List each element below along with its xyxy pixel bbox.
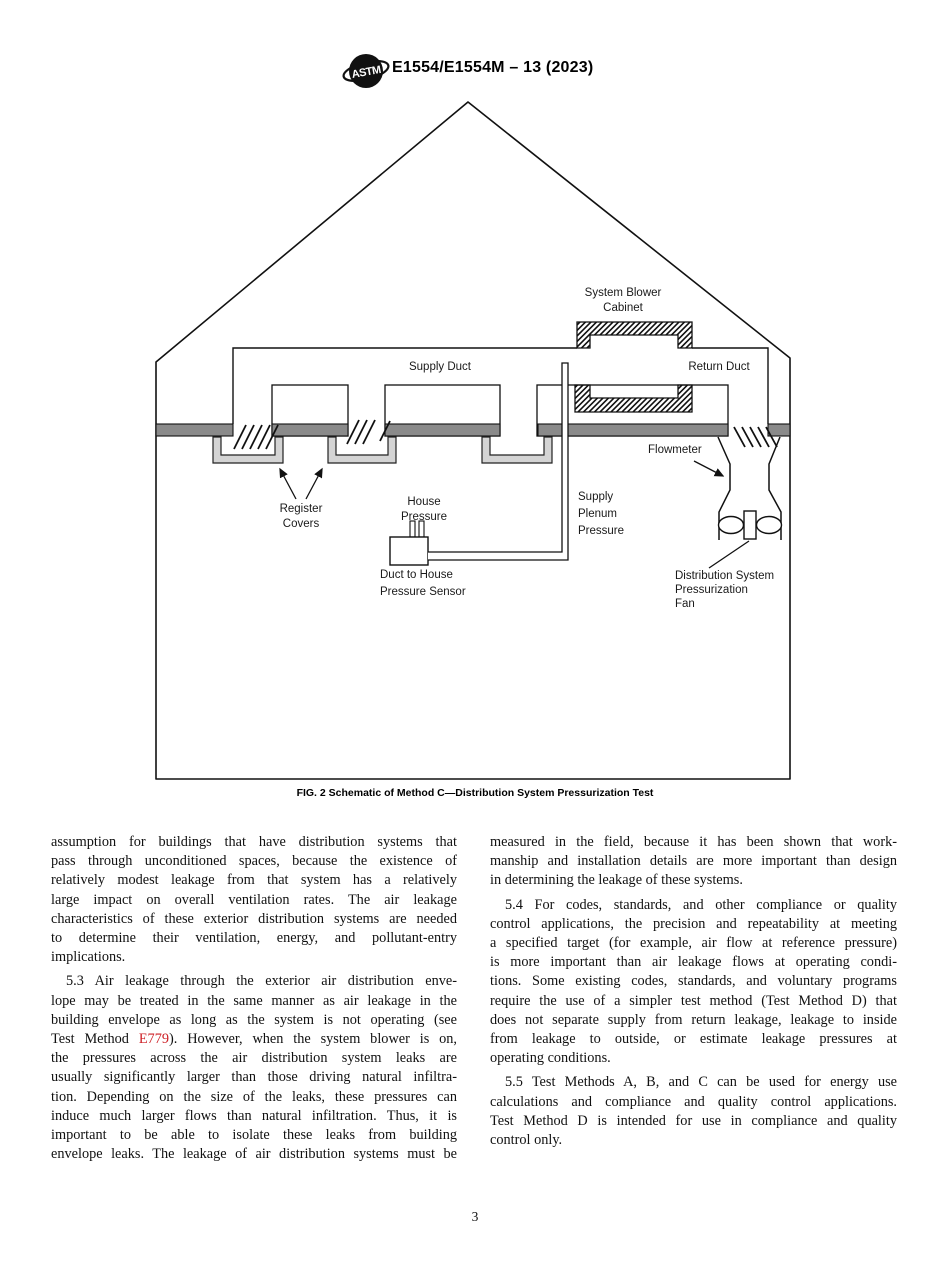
paragraph: 5.5 Test Methods A, B, and C can be used… xyxy=(490,1073,897,1150)
text-line: a specified target (for example, air flo… xyxy=(490,935,897,952)
leak-hatch-marks xyxy=(233,419,778,450)
fan-leader-line xyxy=(708,540,750,569)
text-line: in determining the leakage of these syst… xyxy=(490,872,743,889)
text-line: envelope leaks. The leakage of air distr… xyxy=(51,1146,457,1163)
text-line: implications. xyxy=(51,949,126,966)
text-line: does not separate supply from return lea… xyxy=(490,1011,897,1028)
label-duct-to-house-sensor: Duct to House xyxy=(380,569,453,581)
text-line: building envelope as long as the system … xyxy=(51,1011,457,1028)
text-line: assumption for buildings that have distr… xyxy=(51,834,457,850)
register-arrow xyxy=(279,467,297,500)
text-line: the pressures across the air distributio… xyxy=(51,1050,457,1067)
text-line: large impact on overall ventilation rate… xyxy=(51,891,457,908)
label-flowmeter: Flowmeter xyxy=(648,444,702,456)
label-supply-plenum-pressure: Supply xyxy=(578,491,613,503)
text-line: manship and installation details are mor… xyxy=(490,853,897,870)
pressure-sensor-assembly xyxy=(389,362,569,566)
astm-header: ASTM E1554/E1554M – 13 (2023) xyxy=(0,0,950,100)
text-line: Test Method D is intended for use in com… xyxy=(490,1112,897,1129)
e779-link[interactable]: E779 xyxy=(138,1031,169,1048)
label-house-pressure: House xyxy=(407,496,440,508)
figure-2-schematic: System Blower Cabinet Supply Duct Return… xyxy=(155,101,791,780)
text-line: control only. xyxy=(490,1132,563,1149)
register-arrow xyxy=(305,467,323,500)
sensor-prong xyxy=(418,520,425,538)
text-line: tion. Depending on the size of the leaks… xyxy=(51,1088,457,1105)
text-column-left: assumption for buildings that have distr… xyxy=(51,833,457,1164)
sensor-prong xyxy=(409,520,416,538)
text-line: 5.4 For codes, standards, and other comp… xyxy=(505,896,897,913)
text-line: lope may be treated in the same manner a… xyxy=(51,992,457,1009)
text-line: require the use of a simpler test method… xyxy=(490,992,897,1009)
paragraph: 5.3 Air leakage through the exterior air… xyxy=(51,972,457,1164)
label-register-covers: Covers xyxy=(283,518,320,530)
astm-logo-text: ASTM xyxy=(351,64,382,81)
label-register-covers: Register xyxy=(280,503,323,515)
pressurization-fan xyxy=(717,510,783,540)
supply-duct-trunk-line xyxy=(232,347,577,424)
return-duct-trunk-line xyxy=(692,347,769,424)
text-line: is more important than air leakage flows… xyxy=(490,954,897,971)
ceiling-band xyxy=(155,423,791,437)
text-line: Test Method E779). However, when the sys… xyxy=(51,1031,457,1048)
label-supply-plenum-pressure: Pressure xyxy=(578,525,624,537)
label-house-pressure: Pressure xyxy=(401,511,447,523)
standard-designation: E1554/E1554M – 13 (2023) xyxy=(392,59,594,76)
paragraph: 5.4 For codes, standards, and other comp… xyxy=(490,896,897,1069)
text-column-right: measured in the field, because it has be… xyxy=(490,833,897,1150)
text-line: control applications, the precision and … xyxy=(490,915,897,932)
page-number: 3 xyxy=(471,1209,479,1224)
sensor-box xyxy=(389,536,429,566)
blower-cabinet-bottom xyxy=(574,384,693,413)
pressure-tube xyxy=(428,362,569,561)
label-duct-to-house-sensor: Pressure Sensor xyxy=(380,586,466,598)
label-system-blower-cabinet: System Blower xyxy=(585,287,662,299)
label-distribution-fan: Fan xyxy=(675,598,695,610)
paragraph: assumption for buildings that have distr… xyxy=(51,833,457,967)
flowmeter-arrow xyxy=(693,460,725,477)
text-line: 5.5 Test Methods A, B, and C can be used… xyxy=(505,1074,897,1091)
text-line: important to be able to isolate these le… xyxy=(51,1127,457,1144)
text-line: characteristics of these exterior distri… xyxy=(51,910,457,927)
text-line: to determine their ventilation, energy, … xyxy=(51,930,457,947)
register-cover xyxy=(327,436,397,464)
text-line: usually significantly larger than those … xyxy=(51,1069,457,1086)
label-return-duct: Return Duct xyxy=(688,361,750,373)
text-line: 5.3 Air leakage through the exterior air… xyxy=(66,973,457,990)
text-line: relatively modest leakage from that syst… xyxy=(51,872,457,889)
label-distribution-fan: Pressurization xyxy=(675,584,748,596)
figure-caption: FIG. 2 Schematic of Method C—Distributio… xyxy=(296,787,654,799)
house-outline xyxy=(155,101,791,780)
astm-logo-icon: ASTM xyxy=(342,54,390,88)
text-line: pass through unconditioned spaces, becau… xyxy=(51,853,457,870)
annotation-arrows xyxy=(279,460,750,569)
text-line: tions. Some existing codes, standards, a… xyxy=(490,973,897,990)
register-covers-group xyxy=(212,436,553,464)
paragraph: measured in the field, because it has be… xyxy=(490,833,897,891)
text-line: operating conditions. xyxy=(490,1050,611,1067)
label-system-blower-cabinet: Cabinet xyxy=(603,302,643,314)
text-line: from leakage to outside, or estimate lea… xyxy=(490,1031,897,1048)
register-cover xyxy=(481,436,553,464)
blower-cabinet-top xyxy=(576,321,693,349)
text-line: measured in the field, because it has be… xyxy=(490,834,897,850)
text-line: induce much larger flows than natural in… xyxy=(51,1107,457,1124)
text-line: calculations and compliance and quality … xyxy=(490,1093,897,1110)
register-cover xyxy=(212,436,284,464)
label-supply-plenum-pressure: Plenum xyxy=(578,508,617,520)
label-supply-duct: Supply Duct xyxy=(409,361,472,373)
label-distribution-fan: Distribution System xyxy=(675,570,774,582)
